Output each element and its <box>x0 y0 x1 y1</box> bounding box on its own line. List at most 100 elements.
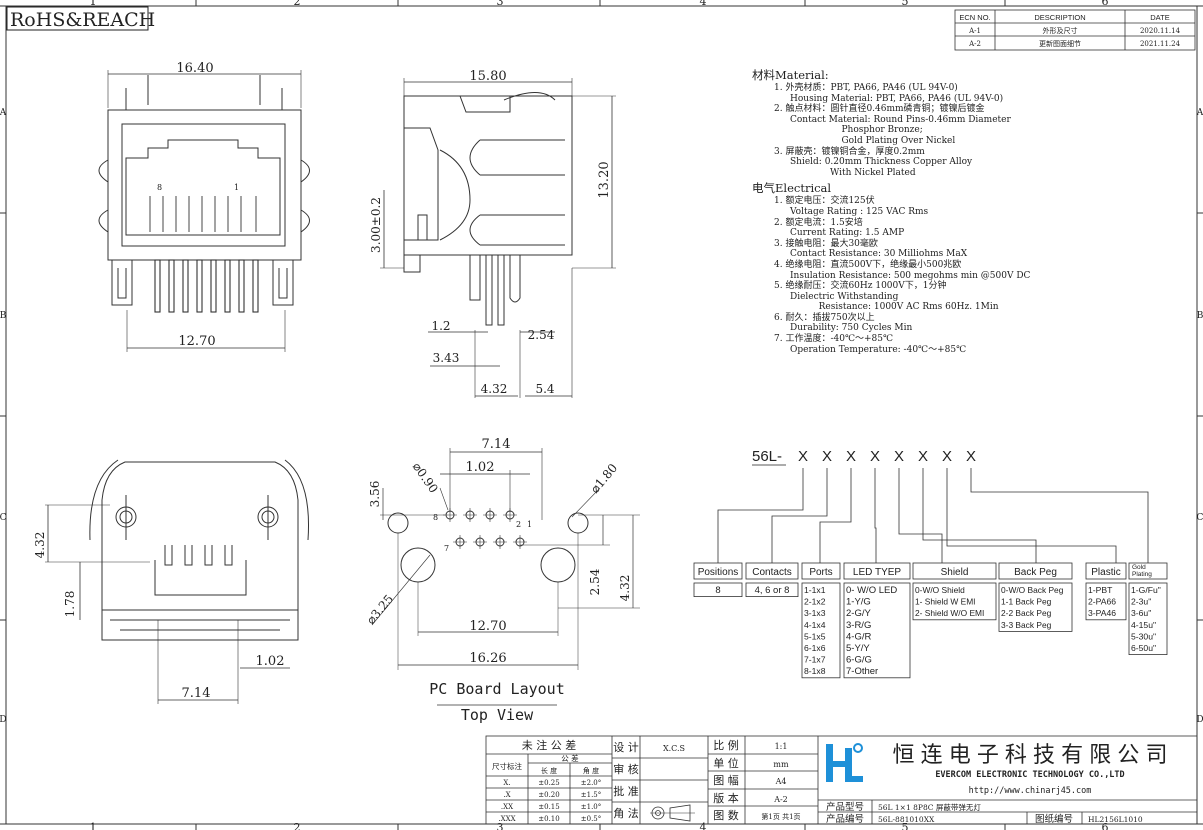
grid-row-a-right: A <box>1196 108 1203 118</box>
material-line-9: With Nickel Plated <box>790 167 916 178</box>
code-option-4-6: 5-Y/Y <box>846 643 870 654</box>
material-line-6: Gold Plating Over Nickel <box>790 135 956 146</box>
part-code-x4: X <box>870 448 880 465</box>
code-box-body-2 <box>745 582 799 598</box>
code-label: 产品编号 <box>826 813 864 825</box>
grid-col-4: 4 <box>700 0 707 8</box>
dim-pcb-hole-mid: ⌀1.80 <box>588 461 621 496</box>
tolerance-title: 未 注 公 差 <box>522 738 577 752</box>
logo-bar-foot <box>845 776 863 782</box>
grid-row-a: A <box>0 108 7 118</box>
grid-col-3-bottom: 3 <box>497 821 504 830</box>
rev-2-desc: 更新图面细节 <box>1039 39 1081 48</box>
tol-row2-ang: ±1.5° <box>581 791 602 799</box>
design-value: X.C.S <box>663 744 685 753</box>
code-option-6-3: 2-2 Back Peg <box>1001 608 1052 618</box>
code-box-title-8-1: Gold <box>1132 564 1146 571</box>
code-box-header-1 <box>693 562 743 580</box>
tol-row3-ang: ±1.0° <box>581 803 602 811</box>
grid-row-c: C <box>0 513 7 523</box>
code-box-title-6: Back Peg <box>1014 567 1057 578</box>
electrical-line-13: Durability: 750 Cycles Min <box>790 323 913 334</box>
dim-side-standoff: 3.00±0.2 <box>369 197 383 253</box>
code-option-4-5: 4-G/R <box>846 631 871 642</box>
model-value: 56L 1×1 8P8C 屏蔽带弹无灯 <box>878 802 981 812</box>
electrical-line-4: Current Rating: 1.5 AMP <box>790 228 905 239</box>
code-option-8-5: 5-30u" <box>1131 631 1156 641</box>
tol-row4-type: .XXX <box>498 815 515 823</box>
dim-pcb-hole-small: ⌀0.90 <box>410 460 441 496</box>
angle-label: 角 法 <box>613 806 639 820</box>
code-option-4-1: 0- W/O LED <box>846 585 897 596</box>
company-logo-icon <box>826 743 863 782</box>
material-header: 材料Material: <box>752 68 829 82</box>
electrical-line-11: Resistance: 1000V AC Rms 60Hz. 1Min <box>790 302 999 313</box>
code-box-title-2: Contacts <box>752 567 791 578</box>
review-label: 审 核 <box>613 762 639 776</box>
tol-row2-len: ±0.20 <box>538 791 559 799</box>
electrical-line-3: 2. 额定电流：1.5安培 <box>774 217 863 228</box>
dim-pcb-span-inner: 12.70 <box>469 619 506 634</box>
company-url: http://www.chinarj45.com <box>969 786 1092 796</box>
dim-side-pin-3: 3.43 <box>433 351 460 365</box>
material-line-8: Shield: 0.20mm Thickness Copper Alloy <box>790 157 973 168</box>
electrical-line-6: Contact Resistance: 30 Milliohms MaX <box>790 249 968 260</box>
electrical-line-15: Operation Temperature: -40℃～+85℃ <box>790 344 967 355</box>
code-box-header-5 <box>912 562 997 580</box>
design-label: 设 计 <box>613 741 639 754</box>
revision-table: ECN NO. DESCRIPTION DATE A-1 外形及尺寸 2020.… <box>954 9 1196 51</box>
tol-row4-len: ±0.10 <box>538 815 559 823</box>
code-option-3-4: 4-1x4 <box>804 620 826 630</box>
code-option-8-4: 4-15u" <box>1131 620 1156 630</box>
tolerance-col-length: 长 度 <box>541 766 557 775</box>
code-box-header-7 <box>1085 562 1127 580</box>
grid-col-5: 5 <box>902 0 909 8</box>
code-box-title-7: Plastic <box>1091 567 1120 578</box>
code-option-7-1: 1-PBT <box>1088 585 1113 595</box>
tol-row3-len: ±0.15 <box>538 803 559 811</box>
grid-col-1-bottom: 1 <box>90 821 97 830</box>
tolerance-sub-header: 公 差 <box>561 753 579 763</box>
code-option-6-1: 0-W/O Back Peg <box>1001 585 1064 595</box>
grid-col-3: 3 <box>497 0 504 8</box>
logo-bar-right <box>845 748 852 782</box>
code-box-body-5 <box>912 582 997 621</box>
dim-front-pin-span: 12.70 <box>178 334 215 349</box>
unit-label: 单 位 <box>713 756 739 770</box>
part-code-x1: X <box>798 448 808 465</box>
code-box-title-8-2: Plating <box>1132 571 1152 578</box>
code-option-2-1: 4, 6 or 8 <box>755 585 790 596</box>
grid-row-c-right: C <box>1197 513 1203 523</box>
material-line-2: Housing Material: PBT, PA66, PA46 (UL 94… <box>790 93 1004 104</box>
grid-col-2-bottom: 2 <box>294 821 301 830</box>
dim-side-pin-4: 4.32 <box>481 382 508 396</box>
dim-rear-2: 7.14 <box>182 686 211 701</box>
code-box-header-8 <box>1128 562 1168 580</box>
part-code-x5: X <box>894 448 904 465</box>
rev-2-ecn: A-2 <box>968 40 981 48</box>
code-box-body-3 <box>801 582 841 679</box>
dim-pcb-pitch: 1.02 <box>466 460 495 475</box>
part-code: 56L- X X X X X X X X Positions8Contacts4… <box>693 448 1168 679</box>
part-code-x2: X <box>822 448 832 465</box>
dim-rear-left-2: 1.78 <box>63 591 77 618</box>
code-option-8-6: 6-50u" <box>1131 643 1156 653</box>
dim-pcb-row-gap: 2.54 <box>588 568 602 595</box>
side-view <box>380 78 616 398</box>
pcb-pin-1: 1 <box>527 520 532 529</box>
code-option-4-4: 3-R/G <box>846 620 871 631</box>
code-option-7-2: 2-PA66 <box>1088 597 1116 607</box>
electrical-header: 电气Electrical <box>752 181 832 196</box>
code-option-1-1: 8 <box>715 585 720 596</box>
size-value: A4 <box>775 777 787 786</box>
logo-bar-mid <box>826 761 851 767</box>
code-box-body-6 <box>998 582 1073 632</box>
dim-pcb-height: 4.32 <box>618 575 632 602</box>
grid-col-6: 6 <box>1102 0 1109 8</box>
pcb-layout <box>371 448 640 706</box>
electrical-line-12: 6. 耐久：插拔750次以上 <box>774 312 875 323</box>
pin-label-8: 8 <box>157 183 162 192</box>
grid-row-b: B <box>0 311 7 321</box>
